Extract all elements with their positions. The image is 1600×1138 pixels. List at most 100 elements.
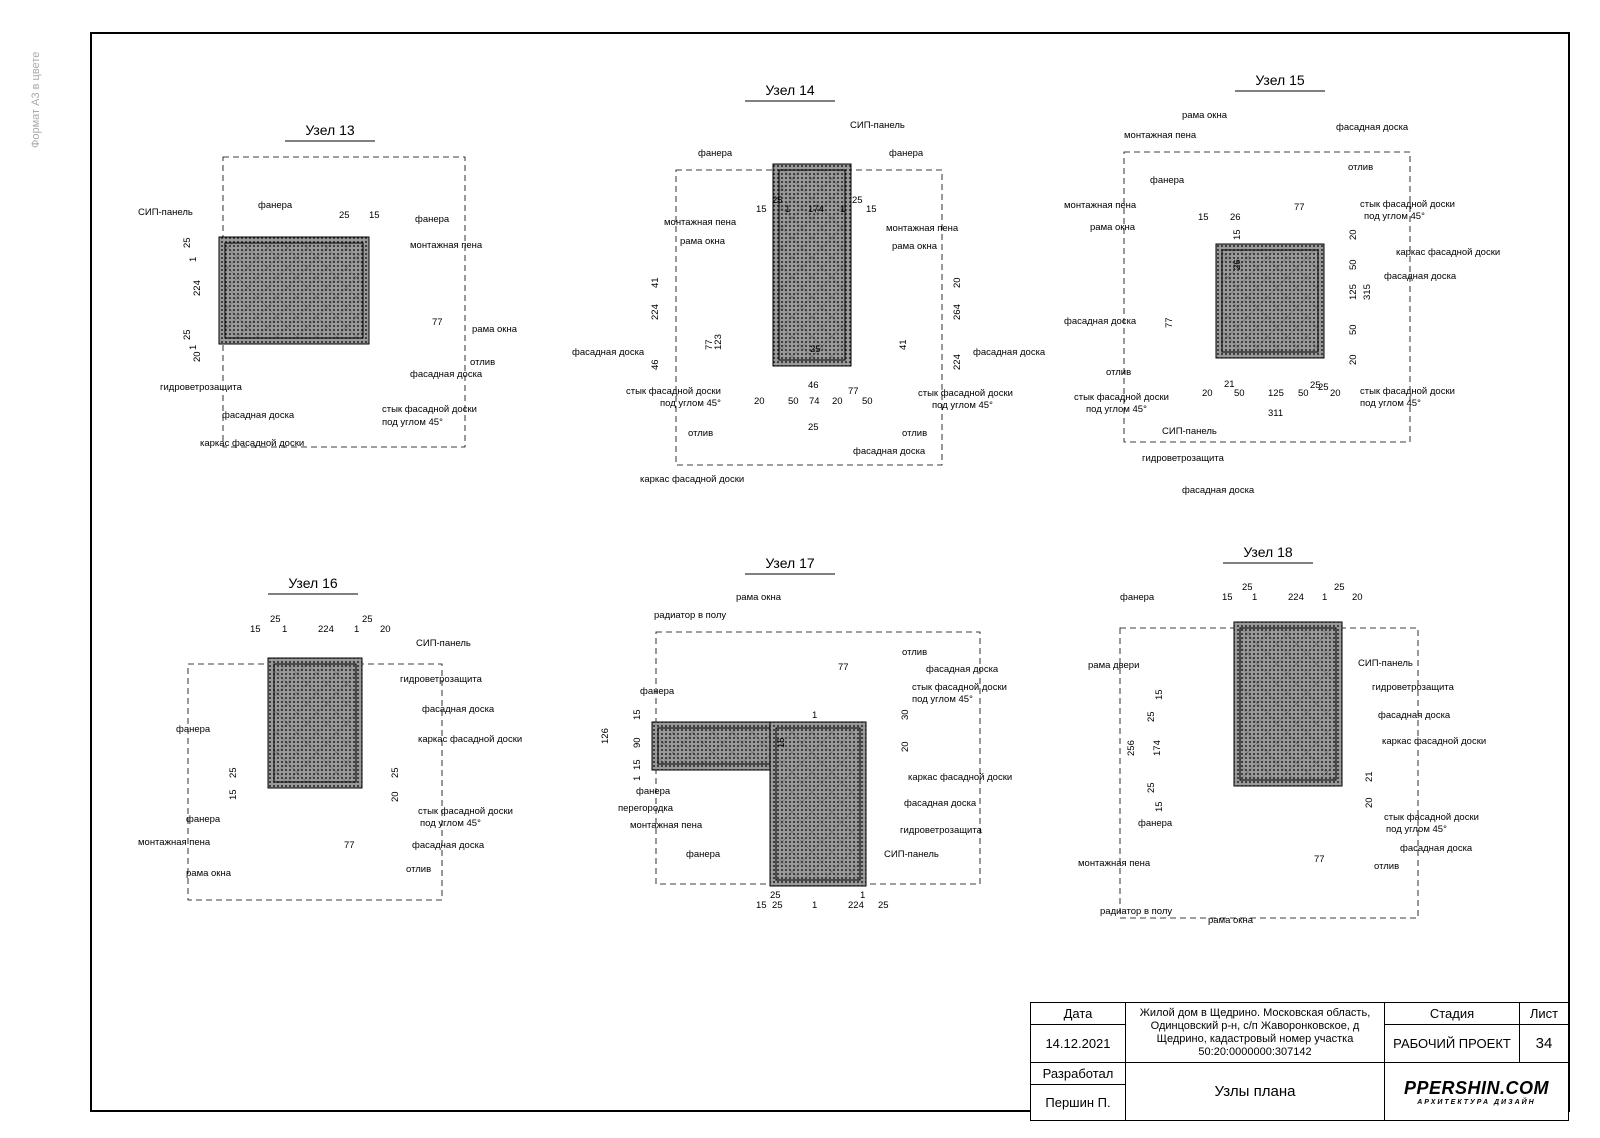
- callout-label: рама окна: [1090, 222, 1136, 233]
- node-title: Узел 16: [288, 575, 338, 591]
- dimension-value: 311: [1268, 408, 1283, 419]
- node-title: Узел 15: [1255, 72, 1305, 88]
- callout-label: гидроветрозащита: [1142, 453, 1225, 464]
- dimension-value: 15: [1222, 592, 1233, 603]
- dimension-value: 20: [900, 741, 911, 752]
- callout-label: СИП-панель: [1162, 426, 1217, 437]
- node-title: Узел 17: [765, 555, 815, 571]
- sip-panel-core: [778, 169, 846, 361]
- dimension-value: 25: [339, 210, 350, 221]
- dimension-value: 25: [808, 422, 819, 433]
- dimension-value: 256: [1126, 740, 1137, 756]
- detail-boundary: [1123, 151, 1411, 443]
- callout-label: каркас фасадной доски: [908, 772, 1012, 783]
- callout-label: фасадная доска: [222, 410, 295, 421]
- callout-label: фанера: [686, 849, 721, 860]
- detail-node-15: Узел 15 рама окна монтажная пена фасадная д…: [1064, 72, 1500, 496]
- dimension-value: 77: [848, 386, 859, 397]
- dimension-value: 25: [810, 344, 821, 355]
- callout-label: стык фасадной доски: [918, 388, 1013, 399]
- callout-label: монтажная пена: [1064, 200, 1137, 211]
- developer-label: Разработал: [1030, 1062, 1126, 1085]
- date-label: Дата: [1030, 1002, 1126, 1025]
- dimension-value: 77: [838, 662, 849, 673]
- dimension-value: 20: [754, 396, 765, 407]
- dimension-value: 25: [390, 767, 401, 778]
- dimension-value: 1: [1322, 592, 1327, 603]
- dimension-value: 50: [1348, 324, 1359, 335]
- callout-label: под углом 45°: [1364, 211, 1425, 222]
- title-block: Дата Жилой дом в Щедрино. Московская обл…: [1030, 1002, 1569, 1121]
- dimension-value: 15: [632, 759, 643, 770]
- dimension-value: 25: [772, 900, 783, 911]
- callout-label: монтажная пена: [630, 820, 703, 831]
- dimension-value: 25: [878, 900, 889, 911]
- dimension-value: 77: [1314, 854, 1325, 865]
- callout-label: гидроветрозащита: [400, 674, 483, 685]
- dimension-value: 50: [1348, 259, 1359, 270]
- dimension-value: 25: [852, 195, 863, 206]
- dimension-value: 41: [650, 277, 661, 288]
- dimension-value: 1: [840, 204, 845, 215]
- dimension-value: 20: [832, 396, 843, 407]
- node-title: Узел 13: [305, 122, 355, 138]
- drawing-frame: [90, 32, 1570, 1112]
- callout-label: стык фасадной доски: [418, 806, 513, 817]
- dimension-value: 26: [1230, 212, 1241, 223]
- callout-label: фасадная доска: [1182, 485, 1255, 496]
- stage-label: Стадия: [1384, 1002, 1520, 1025]
- detail-boundary: [1119, 627, 1419, 919]
- sheet-title: Узлы плана: [1125, 1062, 1385, 1121]
- dimension-value: 174: [808, 204, 824, 215]
- dimension-value: 1: [860, 890, 865, 901]
- dimension-value: 30: [900, 709, 911, 720]
- callout-label: отлив: [470, 357, 495, 368]
- callout-label: отлив: [406, 864, 431, 875]
- callout-label: фанера: [636, 786, 671, 797]
- callout-label: фанера: [176, 724, 211, 735]
- callout-label: радиатор в полу: [654, 610, 726, 621]
- dimension-value: 25: [1146, 782, 1157, 793]
- callout-label: рама двери: [1088, 660, 1139, 671]
- callout-label: фасадная доска: [1400, 843, 1473, 854]
- callout-label: под углом 45°: [912, 694, 973, 705]
- callout-label: фанера: [415, 214, 450, 225]
- callout-label: гидроветрозащита: [1372, 682, 1455, 693]
- dimension-value: 25: [270, 614, 281, 625]
- callout-label: гидроветрозащита: [900, 825, 983, 836]
- dimension-value: 315: [1362, 284, 1373, 300]
- dimension-value: 25: [770, 890, 781, 901]
- dimension-value: 20: [1364, 797, 1375, 808]
- dimension-value: 50: [788, 396, 799, 407]
- date-value: 14.12.2021: [1030, 1024, 1126, 1063]
- dimension-value: 25: [1242, 582, 1253, 593]
- callout-label: рама окна: [1208, 915, 1254, 926]
- callout-label: фасадная доска: [1064, 316, 1137, 327]
- dimension-value: 15: [1232, 229, 1243, 240]
- dimension-value: 224: [848, 900, 864, 911]
- dimension-value: 20: [192, 351, 203, 362]
- callout-label: под углом 45°: [382, 417, 443, 428]
- dimension-value: 26: [1232, 259, 1243, 270]
- dimension-value: 25: [182, 329, 193, 340]
- sip-panel-core: [1221, 249, 1319, 353]
- callout-label: фасадная доска: [422, 704, 495, 715]
- callout-label: фасадная доска: [572, 347, 645, 358]
- callout-label: фанера: [1138, 818, 1173, 829]
- logo: PPERSHIN.COM АРХИТЕКТУРА ДИЗАЙН: [1384, 1062, 1569, 1121]
- detail-boundary: [222, 156, 466, 448]
- dimension-value: 77: [704, 339, 715, 350]
- node-title: Узел 18: [1243, 544, 1293, 560]
- callout-label: отлив: [1374, 861, 1399, 872]
- callout-label: отлив: [902, 647, 927, 658]
- dimension-value: 25: [1318, 382, 1329, 393]
- dimension-value: 46: [650, 359, 661, 370]
- callout-label: фасадная доска: [926, 664, 999, 675]
- dimension-value: 25: [1146, 711, 1157, 722]
- dimension-value: 50: [862, 396, 873, 407]
- callout-label: рама окна: [186, 868, 232, 879]
- callout-label: фасадная доска: [1384, 271, 1457, 282]
- dimension-value: 1: [354, 624, 359, 635]
- dimension-value: 20: [1348, 229, 1359, 240]
